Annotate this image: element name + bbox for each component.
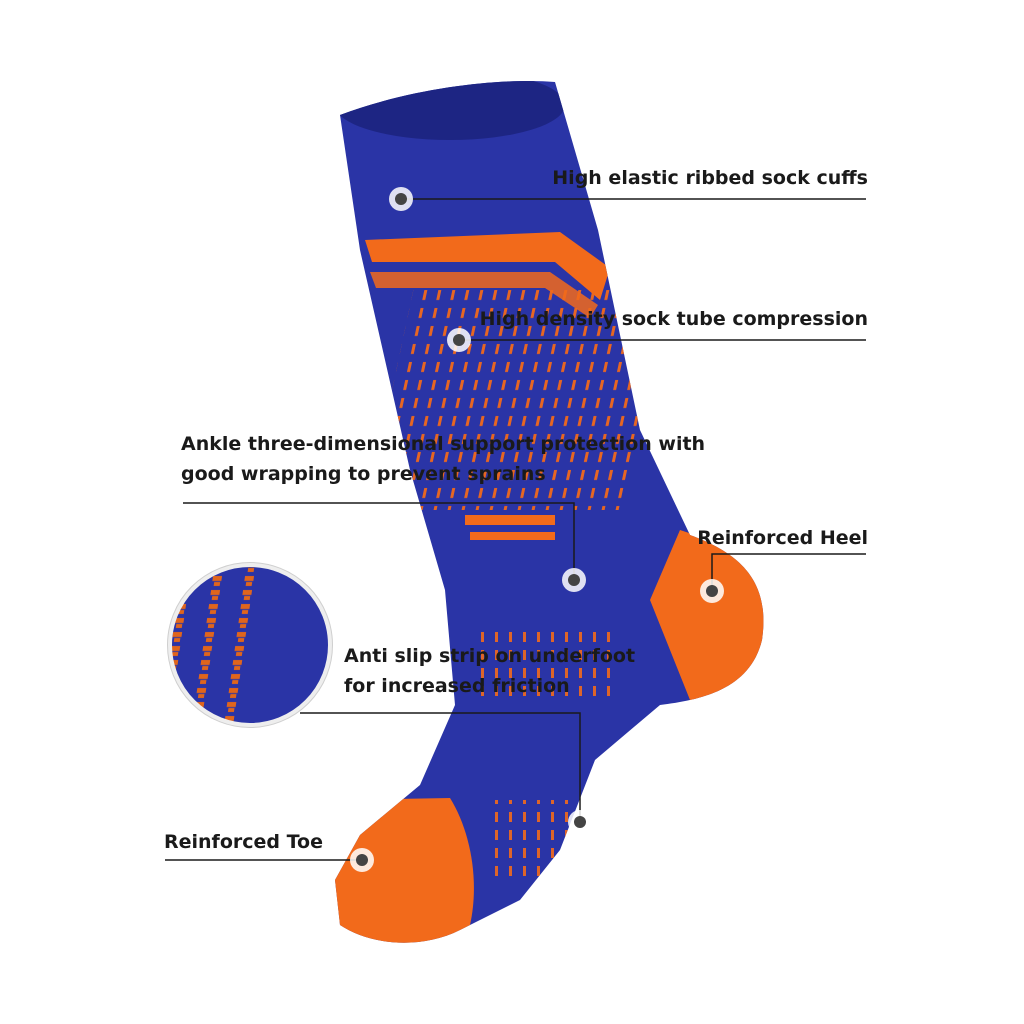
callout-markers xyxy=(350,187,724,872)
callout-heel-text: Reinforced Heel xyxy=(697,527,868,549)
callout-tube-text: High density sock tube compression xyxy=(479,308,868,330)
callout-cuffs-text: High elastic ribbed sock cuffs xyxy=(552,167,868,189)
callout-toe: Reinforced Toe xyxy=(164,827,323,857)
callout-tube: High density sock tube compression xyxy=(480,304,868,334)
callout-toe-text: Reinforced Toe xyxy=(164,831,323,853)
callout-antislip-line1: Anti slip strip on underfoot xyxy=(344,645,636,667)
callout-heel: Reinforced Heel xyxy=(697,523,868,553)
callout-ankle-line2: good wrapping to prevent sprains xyxy=(181,463,546,485)
callout-antislip: Anti slip strip on underfoot for increas… xyxy=(344,641,635,701)
callout-cuffs: High elastic ribbed sock cuffs xyxy=(552,163,868,193)
callout-antislip-line2: for increased friction xyxy=(344,675,570,697)
fabric-zoom-detail xyxy=(167,562,333,728)
callout-ankle: Ankle three-dimensional support protecti… xyxy=(181,429,705,489)
sock xyxy=(335,80,764,943)
leader-lines xyxy=(165,198,866,861)
callout-ankle-line1: Ankle three-dimensional support protecti… xyxy=(181,433,706,455)
